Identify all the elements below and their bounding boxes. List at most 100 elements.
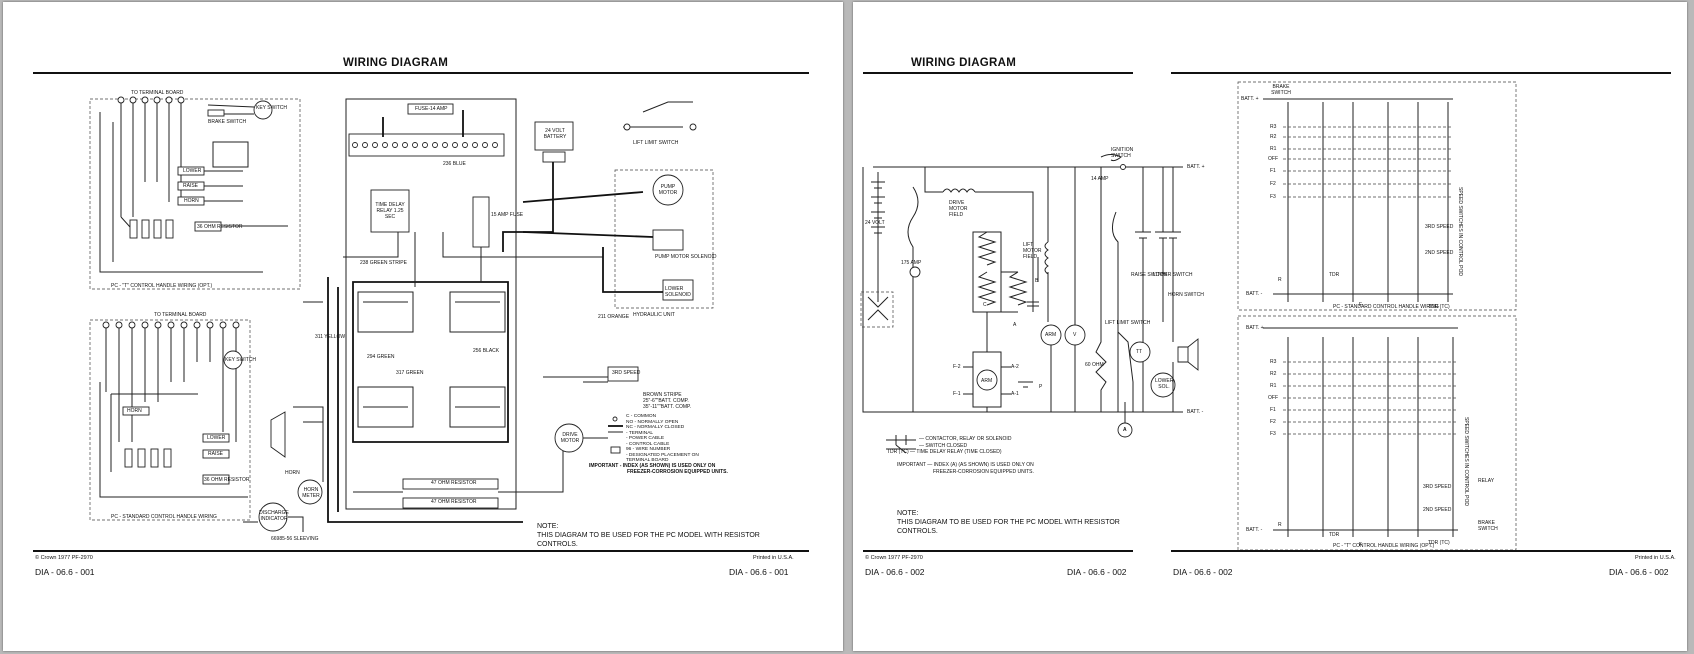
legend-item: — SWITCH CLOSED — [919, 442, 968, 449]
contactor-upper — [357, 291, 506, 333]
horn-speaker — [1177, 338, 1199, 371]
wire-256-label: 256 BLACK — [473, 348, 500, 354]
resistor-3 — [1001, 271, 1028, 313]
hydraulic-unit-label: HYDRAULIC UNIT — [633, 312, 675, 318]
legend-item: TERMINAL BOARD — [626, 458, 669, 463]
horn-meter-label: HORN METER — [302, 487, 320, 499]
page-code-1: DIA - 06.6 - 002 — [865, 567, 925, 577]
amp14-label: 14 AMP — [1091, 176, 1109, 182]
relay-label: RELAY — [1478, 478, 1495, 484]
r-label: R — [1278, 277, 1282, 283]
a2-label: A-2 — [1011, 364, 1019, 370]
b-label: B — [1035, 278, 1039, 284]
row-label: R1 — [1270, 146, 1277, 152]
discharge-indicator-label: DISCHARGE INDICATOR — [259, 510, 289, 522]
diode-symbol — [867, 296, 889, 321]
t-handle-outline — [89, 98, 301, 290]
horn-meter — [297, 479, 323, 505]
legend-list: C - COMMON NO - NORMALLY OPEN NC - NORMA… — [626, 414, 699, 464]
amp-fuse — [472, 196, 490, 248]
legend-item: — CONTACTOR, RELAY OR SOLENOID — [919, 436, 1012, 442]
brake-switch-label: BRAKE SWITCH — [1271, 84, 1291, 96]
tdr-label: TDR — [1329, 272, 1340, 278]
resistor-1 — [977, 231, 997, 266]
legend-switch — [886, 444, 916, 454]
f2-label: F-2 — [953, 364, 961, 370]
ladder-top-outline — [1237, 81, 1517, 311]
drive-motor-label: DRIVE MOTOR — [560, 432, 580, 444]
wire-311-label: 311 YELLOW — [315, 334, 346, 340]
fuse-175 — [907, 186, 919, 412]
r-label-2: R — [1278, 522, 1282, 528]
brake-switch-label-2: BRAKE SWITCH — [1478, 520, 1498, 532]
std-handle-caption: PC - STANDARD CONTROL HANDLE WIRING — [111, 514, 217, 520]
tt-label: TT — [1136, 349, 1143, 355]
ohm60-label: 60 OHM — [1085, 362, 1104, 368]
page-code-left: DIA - 06.6 - 001 — [35, 567, 95, 577]
raise-switch — [1135, 167, 1151, 412]
legend-item: - DESIGNATED PLACEMENT ON — [626, 452, 699, 458]
printed-label: Printed in U.S.A. — [1635, 555, 1676, 561]
lower-switch-label: LOWER SWITCH — [1153, 272, 1193, 278]
battery-label: 24 VOLT BATTERY — [543, 128, 567, 140]
pump-motor — [652, 174, 684, 206]
footer-rule-right — [1171, 550, 1671, 552]
ladder-top-batt-minus: BATT. - — [1246, 291, 1263, 297]
tt-meter — [1129, 341, 1151, 363]
schematic-diagram — [860, 81, 1517, 551]
printed-label: Printed in U.S.A. — [753, 555, 794, 561]
legend-item: - CONTROL CABLE — [626, 441, 670, 447]
legend-item: TDR (TC) — TIME DELAY RELAY (TIME CLOSED… — [887, 449, 1002, 455]
key-switch-label-2: KEY SWITCH — [225, 357, 257, 363]
legend-contactor — [886, 435, 916, 445]
control-panel-outline — [345, 98, 517, 510]
horn-symbol — [270, 411, 286, 458]
lower-sol-coil — [1150, 372, 1176, 398]
important-line: IMPORTANT — INDEX (A) (AS SHOWN) IS USED… — [897, 462, 1034, 468]
speed-3rd-box — [607, 366, 639, 382]
horn-switch — [1165, 167, 1181, 342]
page-code-2: DIA - 06.6 - 002 — [1067, 567, 1127, 577]
speed-3rd-label: 3RD SPEED — [612, 370, 641, 376]
copyright: © Crown 1977 PF-2970 — [35, 555, 93, 561]
ladder-top-batt-plus: BATT. + — [1241, 96, 1259, 102]
amp175-label: 175 AMP — [901, 260, 922, 266]
speed-3rd-label: 3RD SPEED — [1425, 224, 1454, 230]
terminal-board-label-2: TO TERMINAL BOARD — [154, 312, 207, 318]
title-rule-right — [1171, 72, 1671, 74]
speed-3rd-label-2: 3RD SPEED — [1423, 484, 1452, 490]
t-caption: PC - "T" CONTROL HANDLE WIRING (OPT.) — [1333, 543, 1435, 549]
title-rule — [33, 72, 809, 74]
legend-item: NO - NORMALLY OPEN — [626, 419, 679, 425]
ladder-bottom-batt-minus: BATT. - — [1246, 527, 1263, 533]
drive-motor-field-label: DRIVE MOTOR FIELD — [949, 200, 968, 218]
battery — [534, 121, 574, 151]
horn-switch-label: HORN SWITCH — [1168, 292, 1204, 298]
row-label: F3 — [1270, 194, 1276, 200]
important-line: FREEZER-CORROSION EQUIPPED UNITS. — [933, 468, 1034, 475]
terminal-board-top — [117, 96, 185, 217]
copyright: © Crown 1977 PF-2970 — [865, 555, 923, 561]
std-caption: PC - STANDARD CONTROL HANDLE WIRING — [1333, 304, 1439, 310]
page-title: WIRING DIAGRAM — [343, 57, 449, 69]
page-right: WIRING DIAGRAM — [853, 2, 1687, 651]
note-line: THIS DIAGRAM TO BE USED FOR THE PC MODEL… — [537, 532, 760, 539]
batt-plus-label: BATT. + — [1187, 164, 1205, 170]
speed-2nd-label: 2ND SPEED — [1425, 250, 1454, 256]
horn-label: HORN — [184, 198, 199, 204]
a-label: A — [1013, 322, 1017, 328]
lift-limit-switch-label: LIFT LIMIT SWITCH — [1105, 320, 1151, 326]
hydraulic-unit-outline — [614, 169, 714, 309]
a1-label: A-1 — [1011, 391, 1019, 397]
std-handle-outline — [89, 319, 251, 521]
f-label-2: F — [1359, 542, 1363, 548]
key-switch-label: KEY SWITCH — [256, 105, 288, 111]
ignition-label: IGNITION SWITCH — [1111, 147, 1134, 159]
brown-stripe-label: BROWN STRIPE 25"-6""BATT. COMP. 35"-11""… — [643, 392, 692, 410]
row-label: R3 — [1270, 359, 1277, 365]
ladder-bottom-outline — [1237, 315, 1517, 551]
row-label: OFF — [1268, 156, 1278, 162]
tdr-label-2: TDR — [1329, 532, 1340, 538]
resistor-47-upper — [402, 478, 499, 490]
footer-rule — [33, 550, 809, 552]
